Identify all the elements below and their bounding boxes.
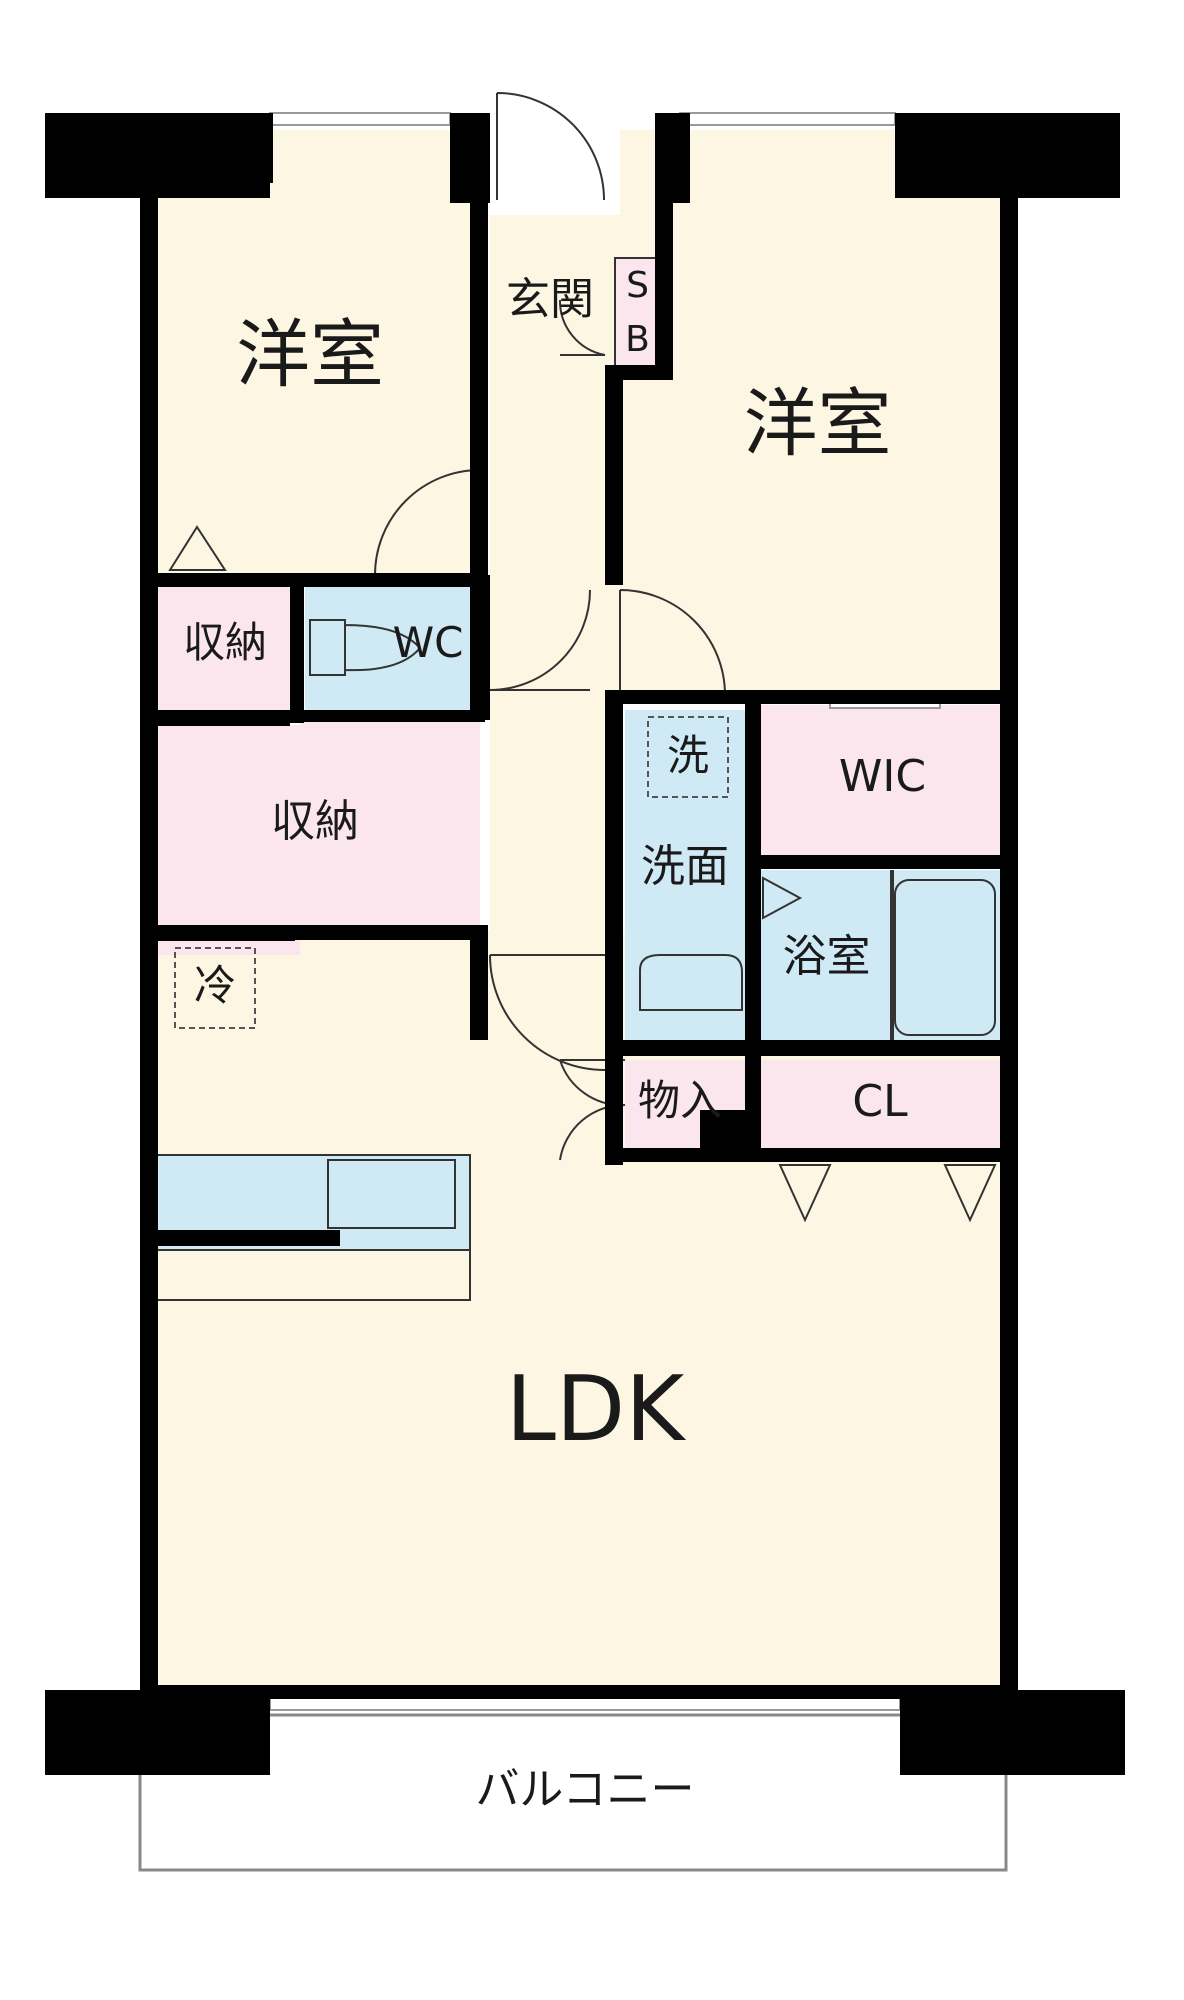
bedroom-right-label: 洋室 <box>743 381 892 467</box>
fridge-space <box>174 947 256 1029</box>
ldk-label: LDK <box>505 1357 685 1462</box>
entrance-hall-floor <box>490 215 620 1045</box>
bath-door-triangle <box>762 876 803 920</box>
walls <box>45 113 1125 1775</box>
wic-label: WIC <box>838 751 927 802</box>
bathroom-label: 浴室 <box>782 931 871 982</box>
bedroom-right-floor <box>620 130 1005 700</box>
bathroom-divider <box>890 870 894 1045</box>
toilet-door-swing <box>489 589 591 691</box>
fridge-label: 冷 <box>193 961 236 1010</box>
wic-area <box>760 705 1005 860</box>
bedroom-left-floor <box>155 130 480 575</box>
front-door-swing <box>496 92 605 201</box>
bedroom-left-label: 洋室 <box>236 312 384 398</box>
storage-large-label: 収納 <box>271 796 359 847</box>
washer-label: 洗 <box>666 731 709 780</box>
closet-area <box>760 1060 1005 1160</box>
washbasin <box>639 954 743 1011</box>
shoebox-s-label: S <box>626 265 649 306</box>
closet-triangle-right <box>943 1164 997 1223</box>
balcony-area <box>138 1713 1008 1872</box>
washroom-label: 洗面 <box>641 841 729 892</box>
bathtub <box>894 879 996 1036</box>
balcony-label: バルコニー <box>475 1764 695 1815</box>
ldk-door-swing <box>489 954 606 1071</box>
closet-label: CL <box>852 1076 908 1127</box>
washer-pan <box>647 716 729 798</box>
entrance-label: 玄関 <box>506 274 594 325</box>
toilet-label: WC <box>392 618 464 667</box>
bedroom-left-triangle <box>168 525 227 571</box>
storage-large-area <box>155 720 480 955</box>
closet-triangle-left <box>778 1164 832 1223</box>
storage-small-area <box>155 585 295 710</box>
entrance-step <box>558 299 606 356</box>
ldk-floor-upper <box>490 1045 620 1165</box>
kitchen-sink <box>327 1159 456 1229</box>
shoebox-b-label: B <box>625 319 650 360</box>
toilet-bowl <box>309 619 422 676</box>
bedroom-right-door-swing <box>619 589 726 696</box>
utility-storage-label: 物入 <box>637 1076 722 1125</box>
storage-small-label: 収納 <box>182 618 267 667</box>
